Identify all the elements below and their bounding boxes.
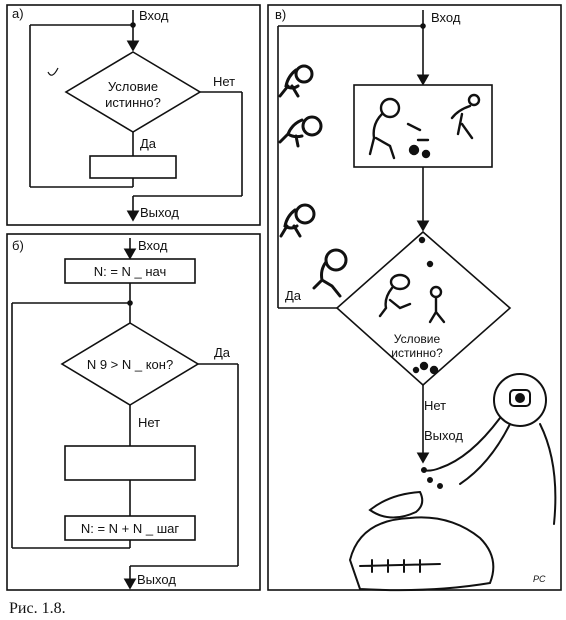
panel-a-entry-label: Вход <box>139 8 169 23</box>
panel-c-condition-line1: Условие <box>394 332 441 346</box>
panel-b-frame <box>6 233 261 591</box>
panel-c-entry-label: Вход <box>431 10 461 25</box>
panel-b-label: б) <box>12 238 24 253</box>
panel-b-entry-label: Вход <box>138 238 168 253</box>
cartoon-in-box <box>368 93 481 160</box>
panel-a-label: а) <box>12 6 24 21</box>
panel-a-condition-line2: истинно? <box>105 95 161 110</box>
panel-c-yes-label: Да <box>285 288 302 303</box>
panel-a <box>6 4 261 226</box>
panel-c-exit-label: Выход <box>424 428 463 443</box>
cartoon-figures-left <box>278 64 348 298</box>
panel-a-frame <box>6 4 261 226</box>
panel-b-step-text: N: = N + N _ шаг <box>81 521 180 536</box>
panel-b-no-label: Нет <box>138 415 160 430</box>
panel-b-exit-label: Выход <box>137 572 176 587</box>
panel-c-frame <box>267 4 562 591</box>
panel-c-condition-line2: истинно? <box>391 346 443 360</box>
panel-b <box>6 233 261 591</box>
panel-b-init-text: N: = N _ нач <box>94 264 167 279</box>
panel-a-no-label: Нет <box>213 74 235 89</box>
panel-a-condition-line1: Условие <box>108 79 158 94</box>
panel-c-signature: РС <box>533 574 546 584</box>
figure-caption: Рис. 1.8. <box>9 600 66 617</box>
panel-b-yes-label: Да <box>214 345 231 360</box>
panel-c-label: в) <box>275 7 286 22</box>
panel-b-condition-text: N 9 > N _ кон? <box>87 357 173 372</box>
panel-c <box>267 4 562 591</box>
panel-b-body-box <box>64 445 196 481</box>
cartoon-diver-and-sack <box>348 373 557 592</box>
panel-a-yes-label: Да <box>140 136 157 151</box>
panel-a-exit-label: Выход <box>140 205 179 220</box>
panel-c-no-label: Нет <box>424 398 446 413</box>
cartoon-in-diamond <box>378 236 446 375</box>
panel-a-body-box <box>89 155 177 179</box>
